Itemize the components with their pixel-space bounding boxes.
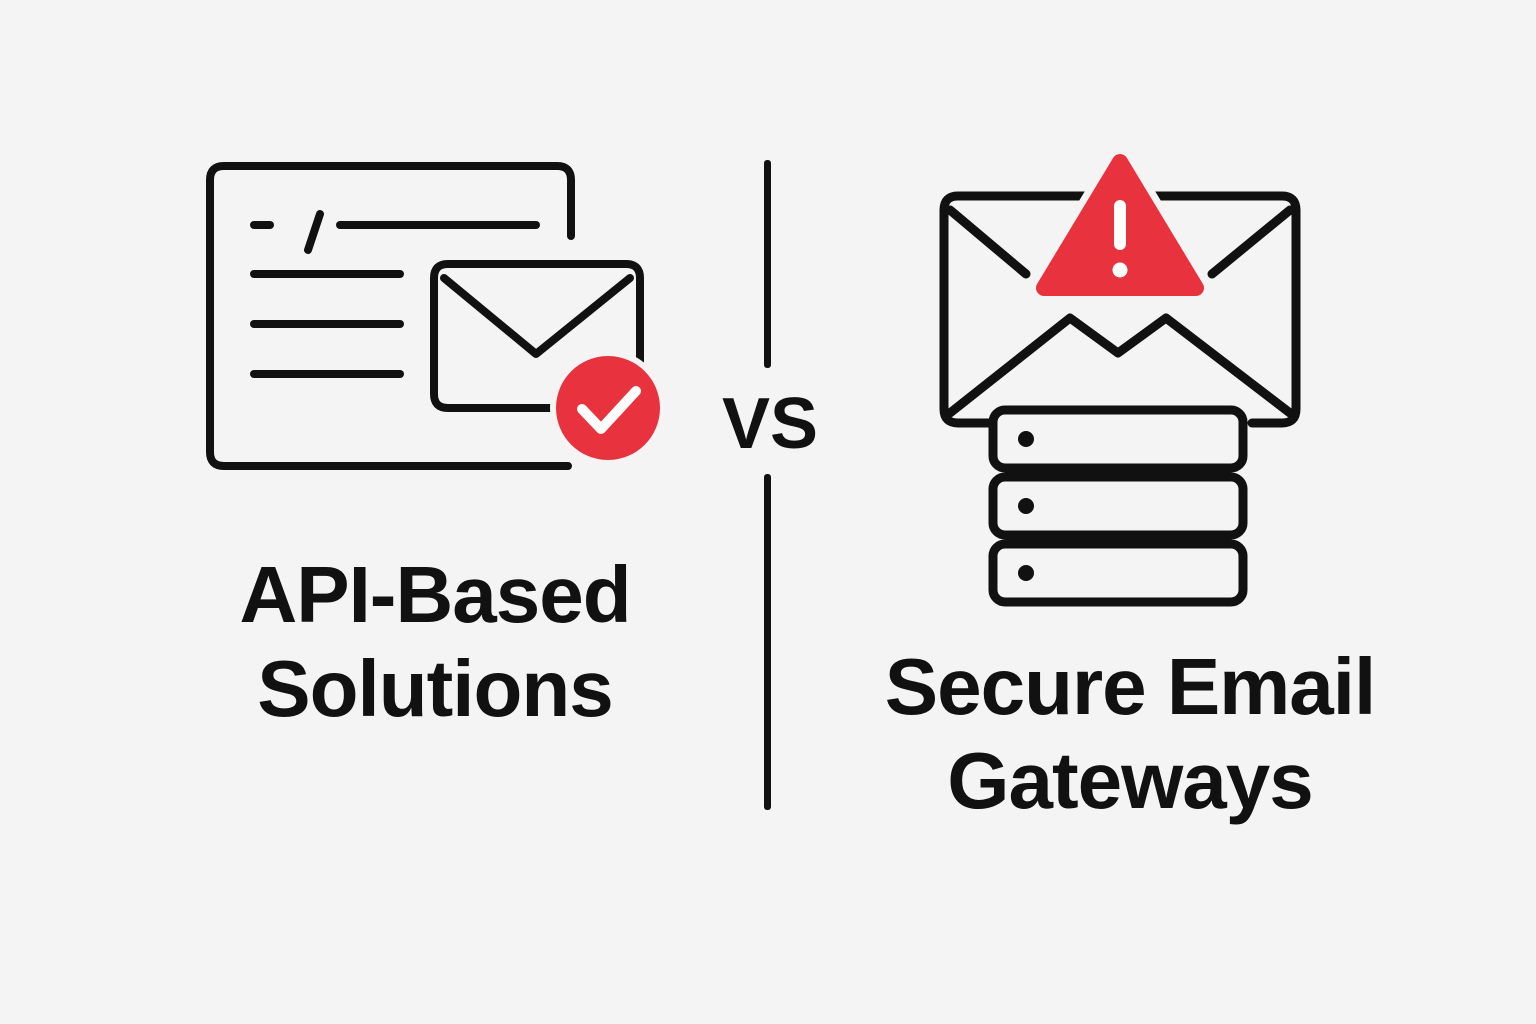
divider-bottom	[764, 474, 771, 810]
gateway-title-line1: Secure Email	[884, 642, 1377, 731]
gateway-title-line2: Gateways	[947, 736, 1314, 825]
api-illustration	[196, 150, 676, 480]
api-title-line1: API-Based	[239, 550, 631, 639]
warning-triangle-icon	[1029, 147, 1211, 303]
divider-top	[764, 160, 771, 368]
api-illustration-svg	[206, 162, 666, 470]
gateway-illustration	[930, 147, 1310, 618]
api-title-line2: Solutions	[257, 644, 613, 733]
envelope-icon	[430, 260, 644, 412]
checkmark-badge-icon	[550, 350, 666, 466]
gateway-illustration-svg	[939, 147, 1301, 607]
vs-label: VS	[721, 384, 819, 464]
api-solutions-title: API-Based Solutions	[200, 548, 670, 736]
server-stack-icon	[988, 405, 1248, 607]
browser-window-icon	[206, 162, 575, 470]
gateway-title: Secure Email Gateways	[860, 640, 1400, 828]
